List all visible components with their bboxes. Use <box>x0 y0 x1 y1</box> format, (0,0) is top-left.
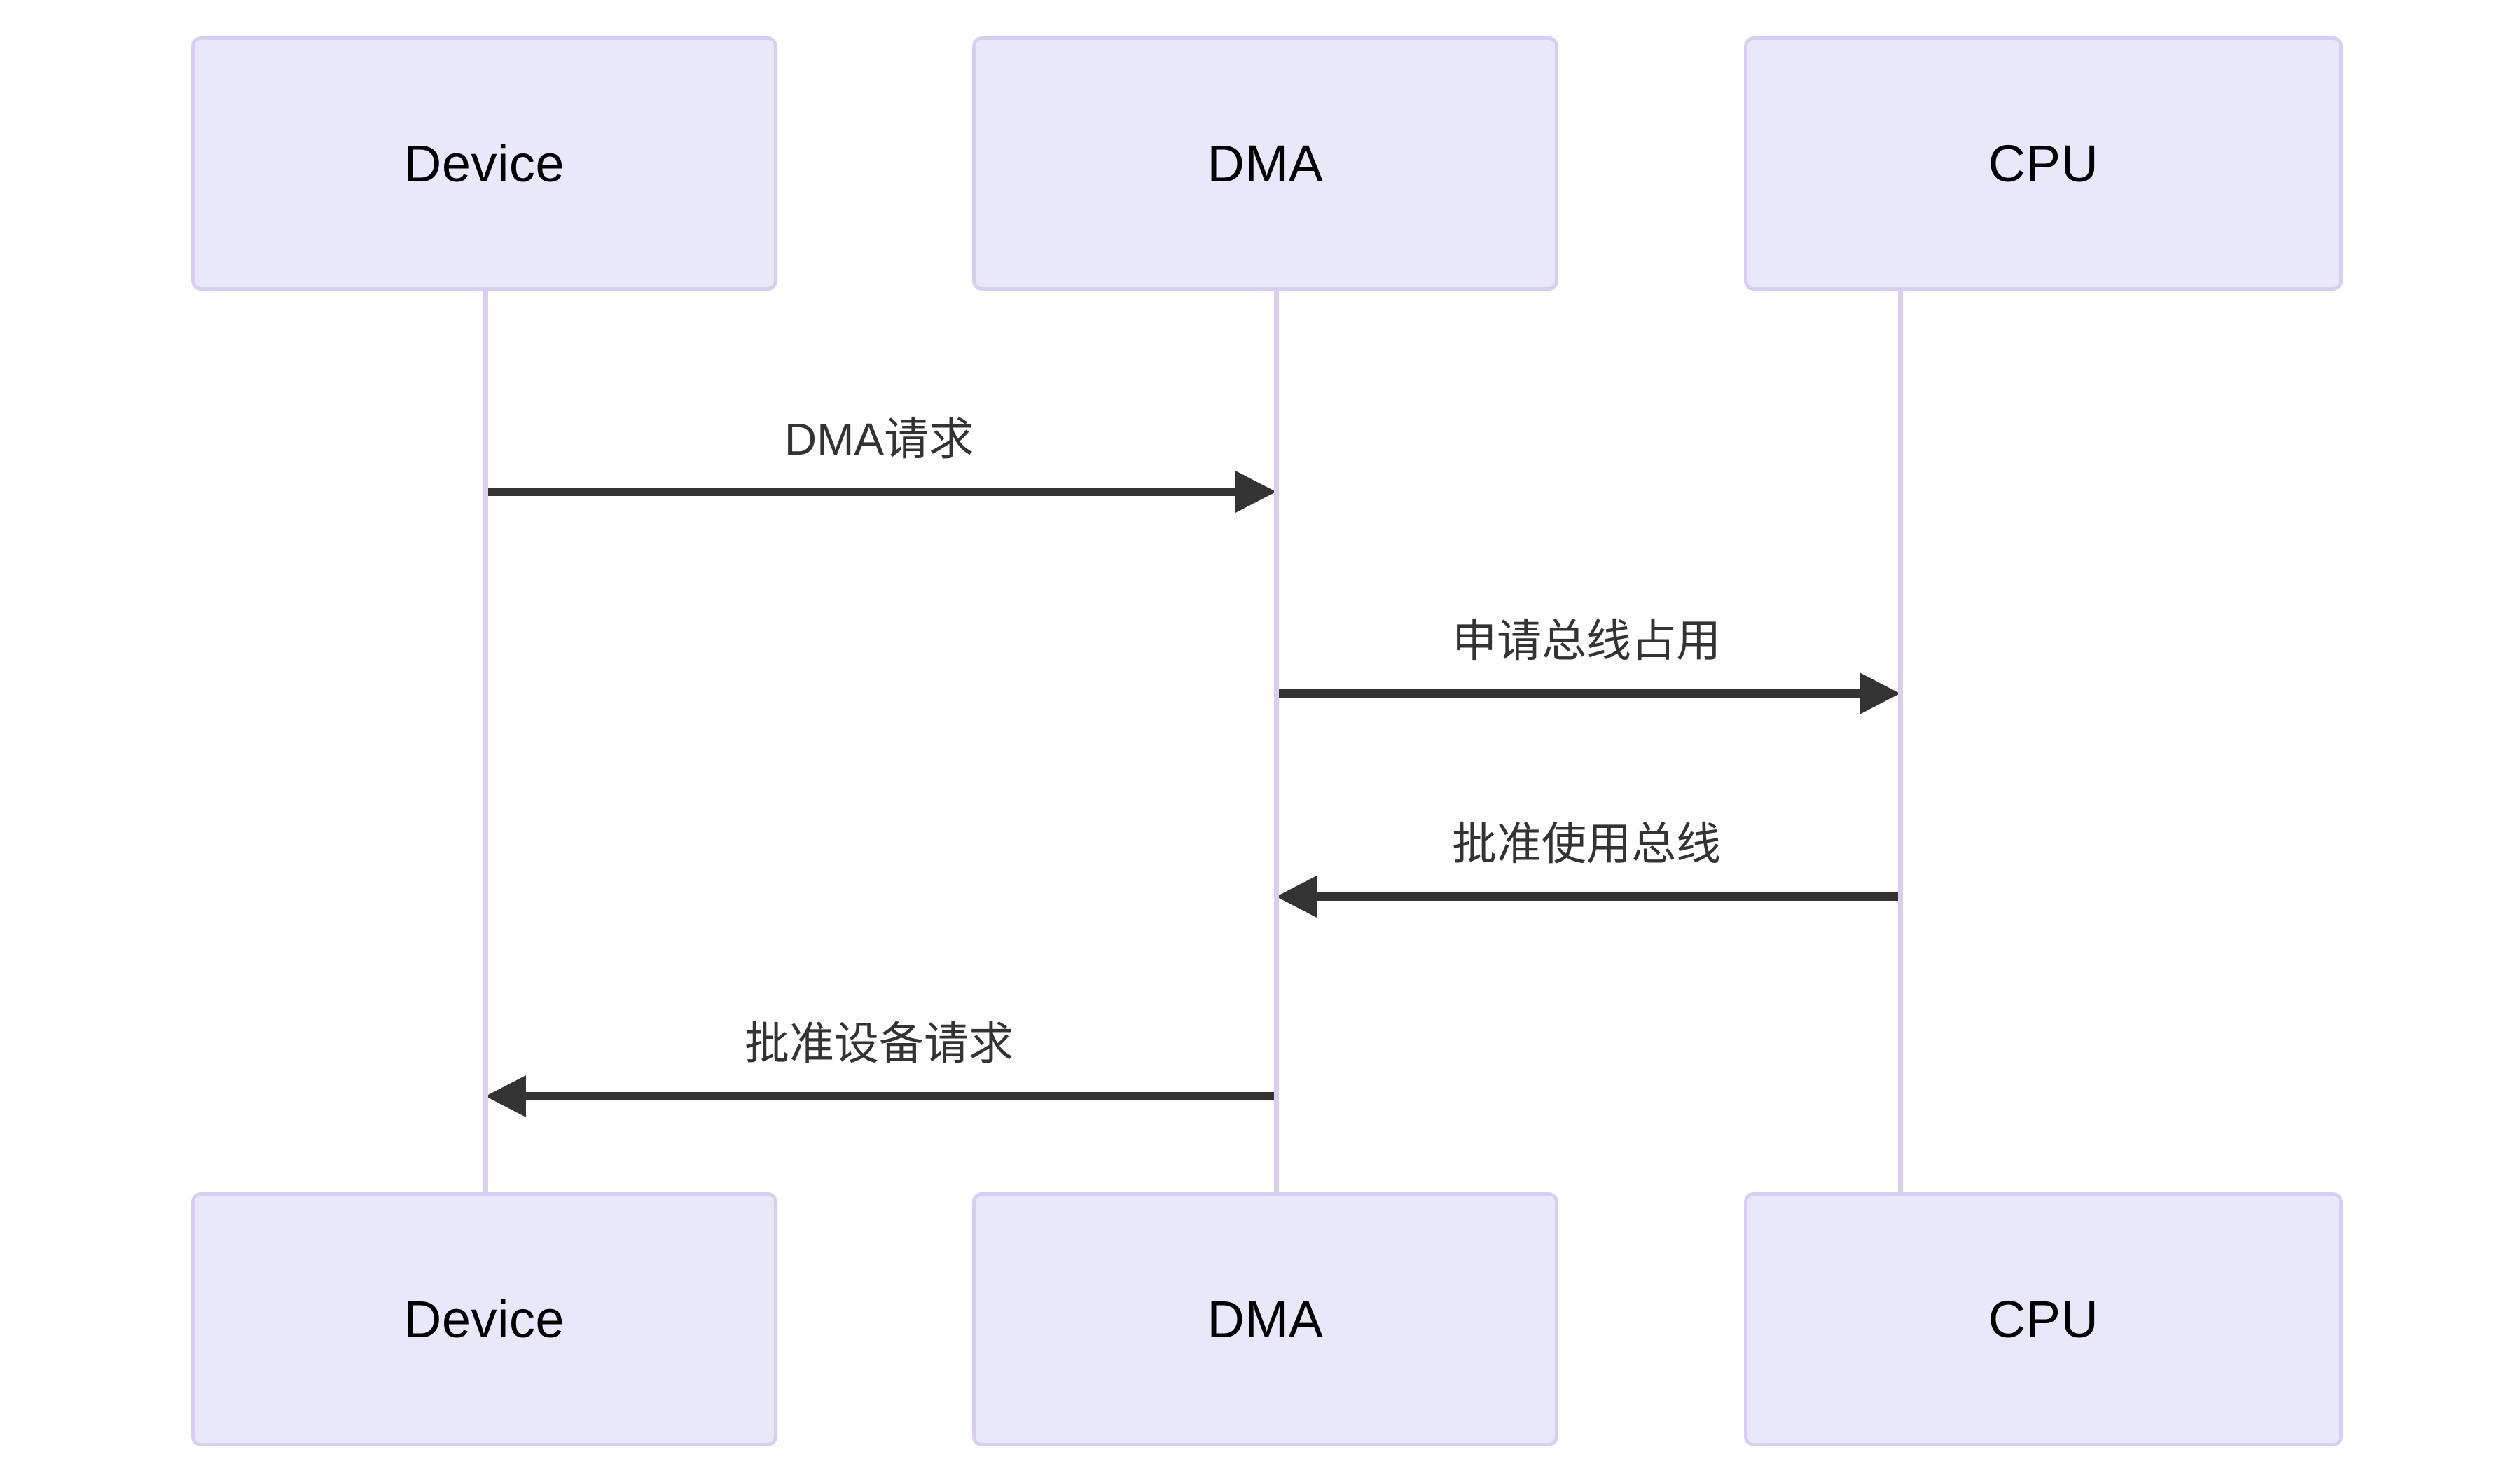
participant-label-device-top: Device <box>403 134 565 193</box>
message-label-2: 申请总线占用 <box>1452 616 1721 666</box>
participant-box-cpu-bottom[interactable]: CPU <box>1744 1192 2343 1446</box>
participant-label-dma-bottom: DMA <box>1207 1290 1324 1348</box>
participant-label-dma-top: DMA <box>1207 134 1324 193</box>
message-label-3: 批准使用总线 <box>1452 819 1721 869</box>
participant-box-device-bottom[interactable]: Device <box>191 1192 777 1446</box>
message-label-4: 批准设备请求 <box>745 1018 1013 1069</box>
lifeline-device <box>483 291 488 1192</box>
message-label-1: DMA请求 <box>784 414 974 464</box>
participant-box-dma-bottom[interactable]: DMA <box>972 1192 1558 1446</box>
participant-box-dma-top[interactable]: DMA <box>972 36 1558 291</box>
lifeline-dma <box>1273 291 1279 1192</box>
message-arrowhead-2 <box>1860 672 1900 714</box>
participant-label-device-bottom: Device <box>403 1290 565 1348</box>
lifeline-cpu <box>1897 291 1903 1192</box>
participant-label-cpu-top: CPU <box>1988 134 2099 193</box>
participant-label-cpu-bottom: CPU <box>1988 1290 2099 1348</box>
participant-box-device-top[interactable]: Device <box>191 36 777 291</box>
participant-box-cpu-top[interactable]: CPU <box>1744 36 2343 291</box>
message-arrowhead-3 <box>1276 876 1317 918</box>
message-arrowhead-1 <box>1235 471 1276 513</box>
message-arrowhead-4 <box>485 1075 526 1117</box>
